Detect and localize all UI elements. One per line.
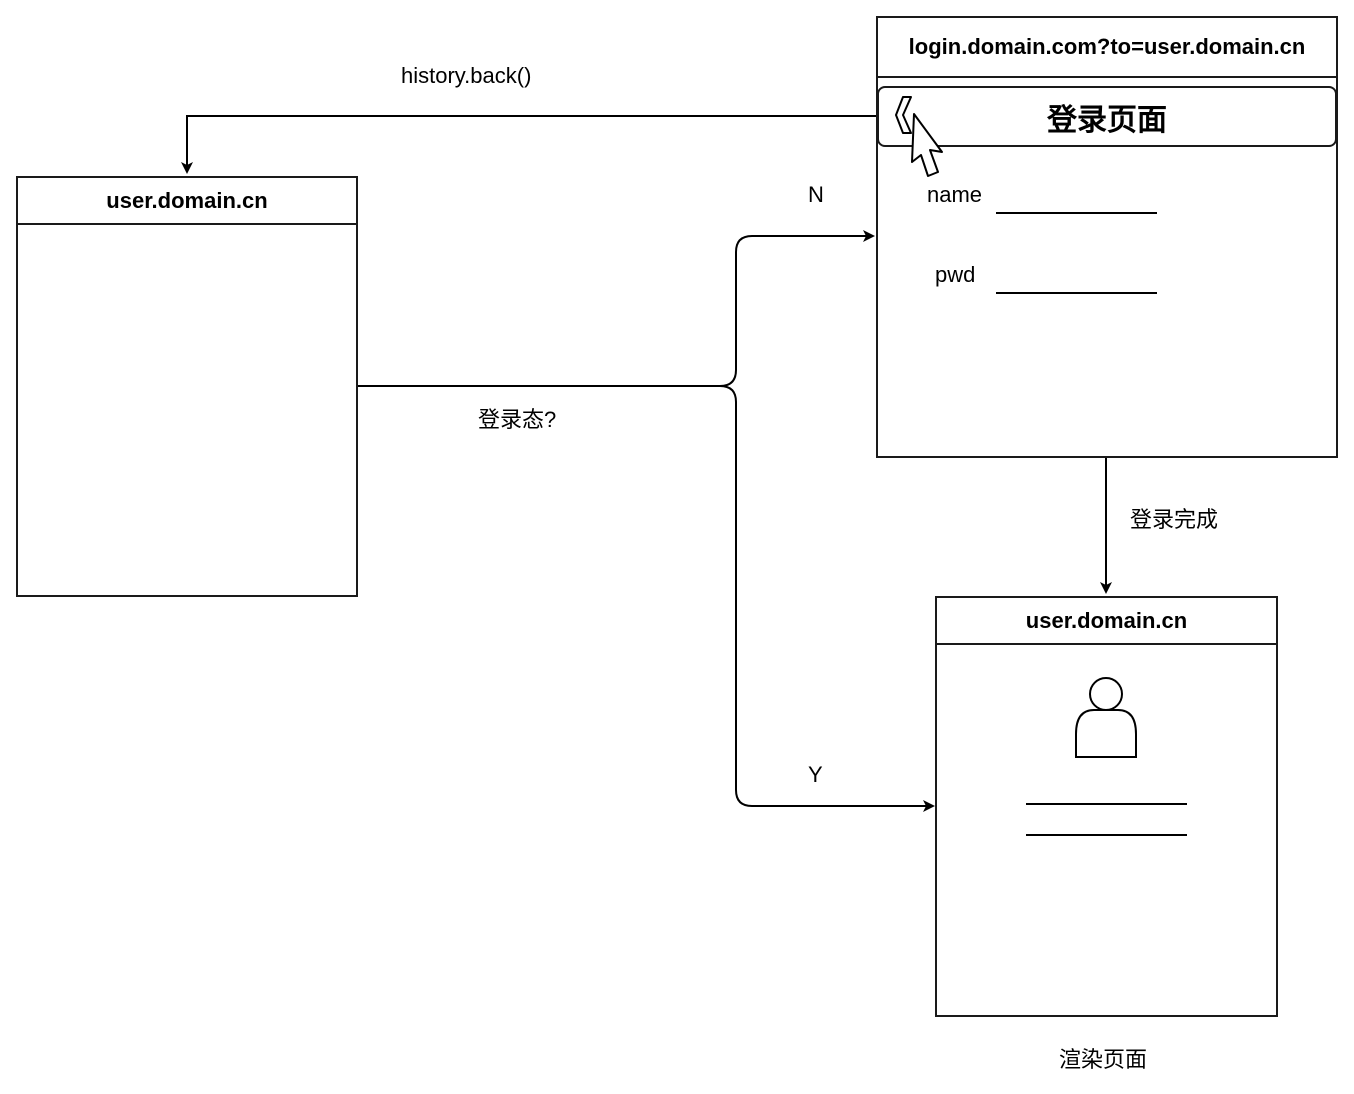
source-page-box: user.domain.cn	[16, 176, 358, 597]
login-page-url: login.domain.com?to=user.domain.cn	[878, 18, 1336, 78]
branch-n-arrow	[719, 230, 875, 387]
profile-line-1	[1026, 803, 1187, 805]
login-done-label: 登录完成	[1130, 507, 1219, 532]
branch-y-arrow	[719, 385, 935, 812]
login-page-header: 登录页面	[877, 86, 1337, 147]
login-page-box: login.domain.com?to=user.domain.cn	[876, 16, 1338, 458]
pwd-input[interactable]	[996, 292, 1157, 294]
target-page-caption: 渲染页面	[1059, 1047, 1148, 1072]
branch-y-label: Y	[808, 762, 823, 787]
name-label: name	[927, 182, 983, 207]
name-input[interactable]	[996, 212, 1157, 214]
cursor-arrow-icon	[911, 113, 943, 177]
user-avatar-icon	[1075, 677, 1137, 758]
pwd-label: pwd	[935, 262, 976, 287]
history-back-label: history.back()	[401, 63, 532, 88]
target-page-title: user.domain.cn	[937, 598, 1276, 645]
target-page-box: user.domain.cn	[935, 596, 1278, 1017]
history-back-arrow	[181, 115, 877, 174]
login-page-header-title: 登录页面	[1047, 103, 1167, 137]
profile-line-2	[1026, 834, 1187, 836]
login-state-label: 登录态?	[478, 407, 557, 432]
source-page-title: user.domain.cn	[18, 178, 356, 225]
back-chevron-icon[interactable]	[893, 95, 919, 137]
branch-n-label: N	[808, 182, 824, 207]
